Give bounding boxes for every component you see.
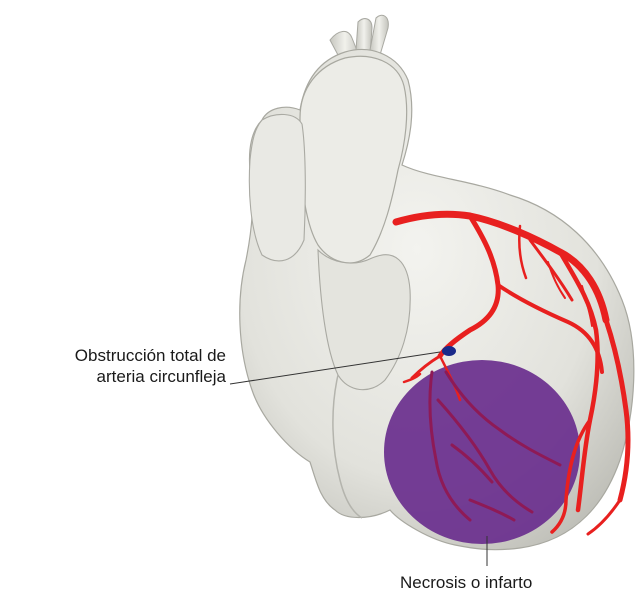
necrosis-label: Necrosis o infarto (400, 572, 532, 593)
right-atrium (249, 114, 305, 260)
infarct-region (384, 360, 580, 544)
obstruction-label-line2: arteria circunfleja (8, 366, 226, 387)
occlusion-marker (442, 346, 456, 356)
obstruction-label: Obstrucción total de arteria circunfleja (8, 345, 226, 387)
obstruction-label-line1: Obstrucción total de (8, 345, 226, 366)
